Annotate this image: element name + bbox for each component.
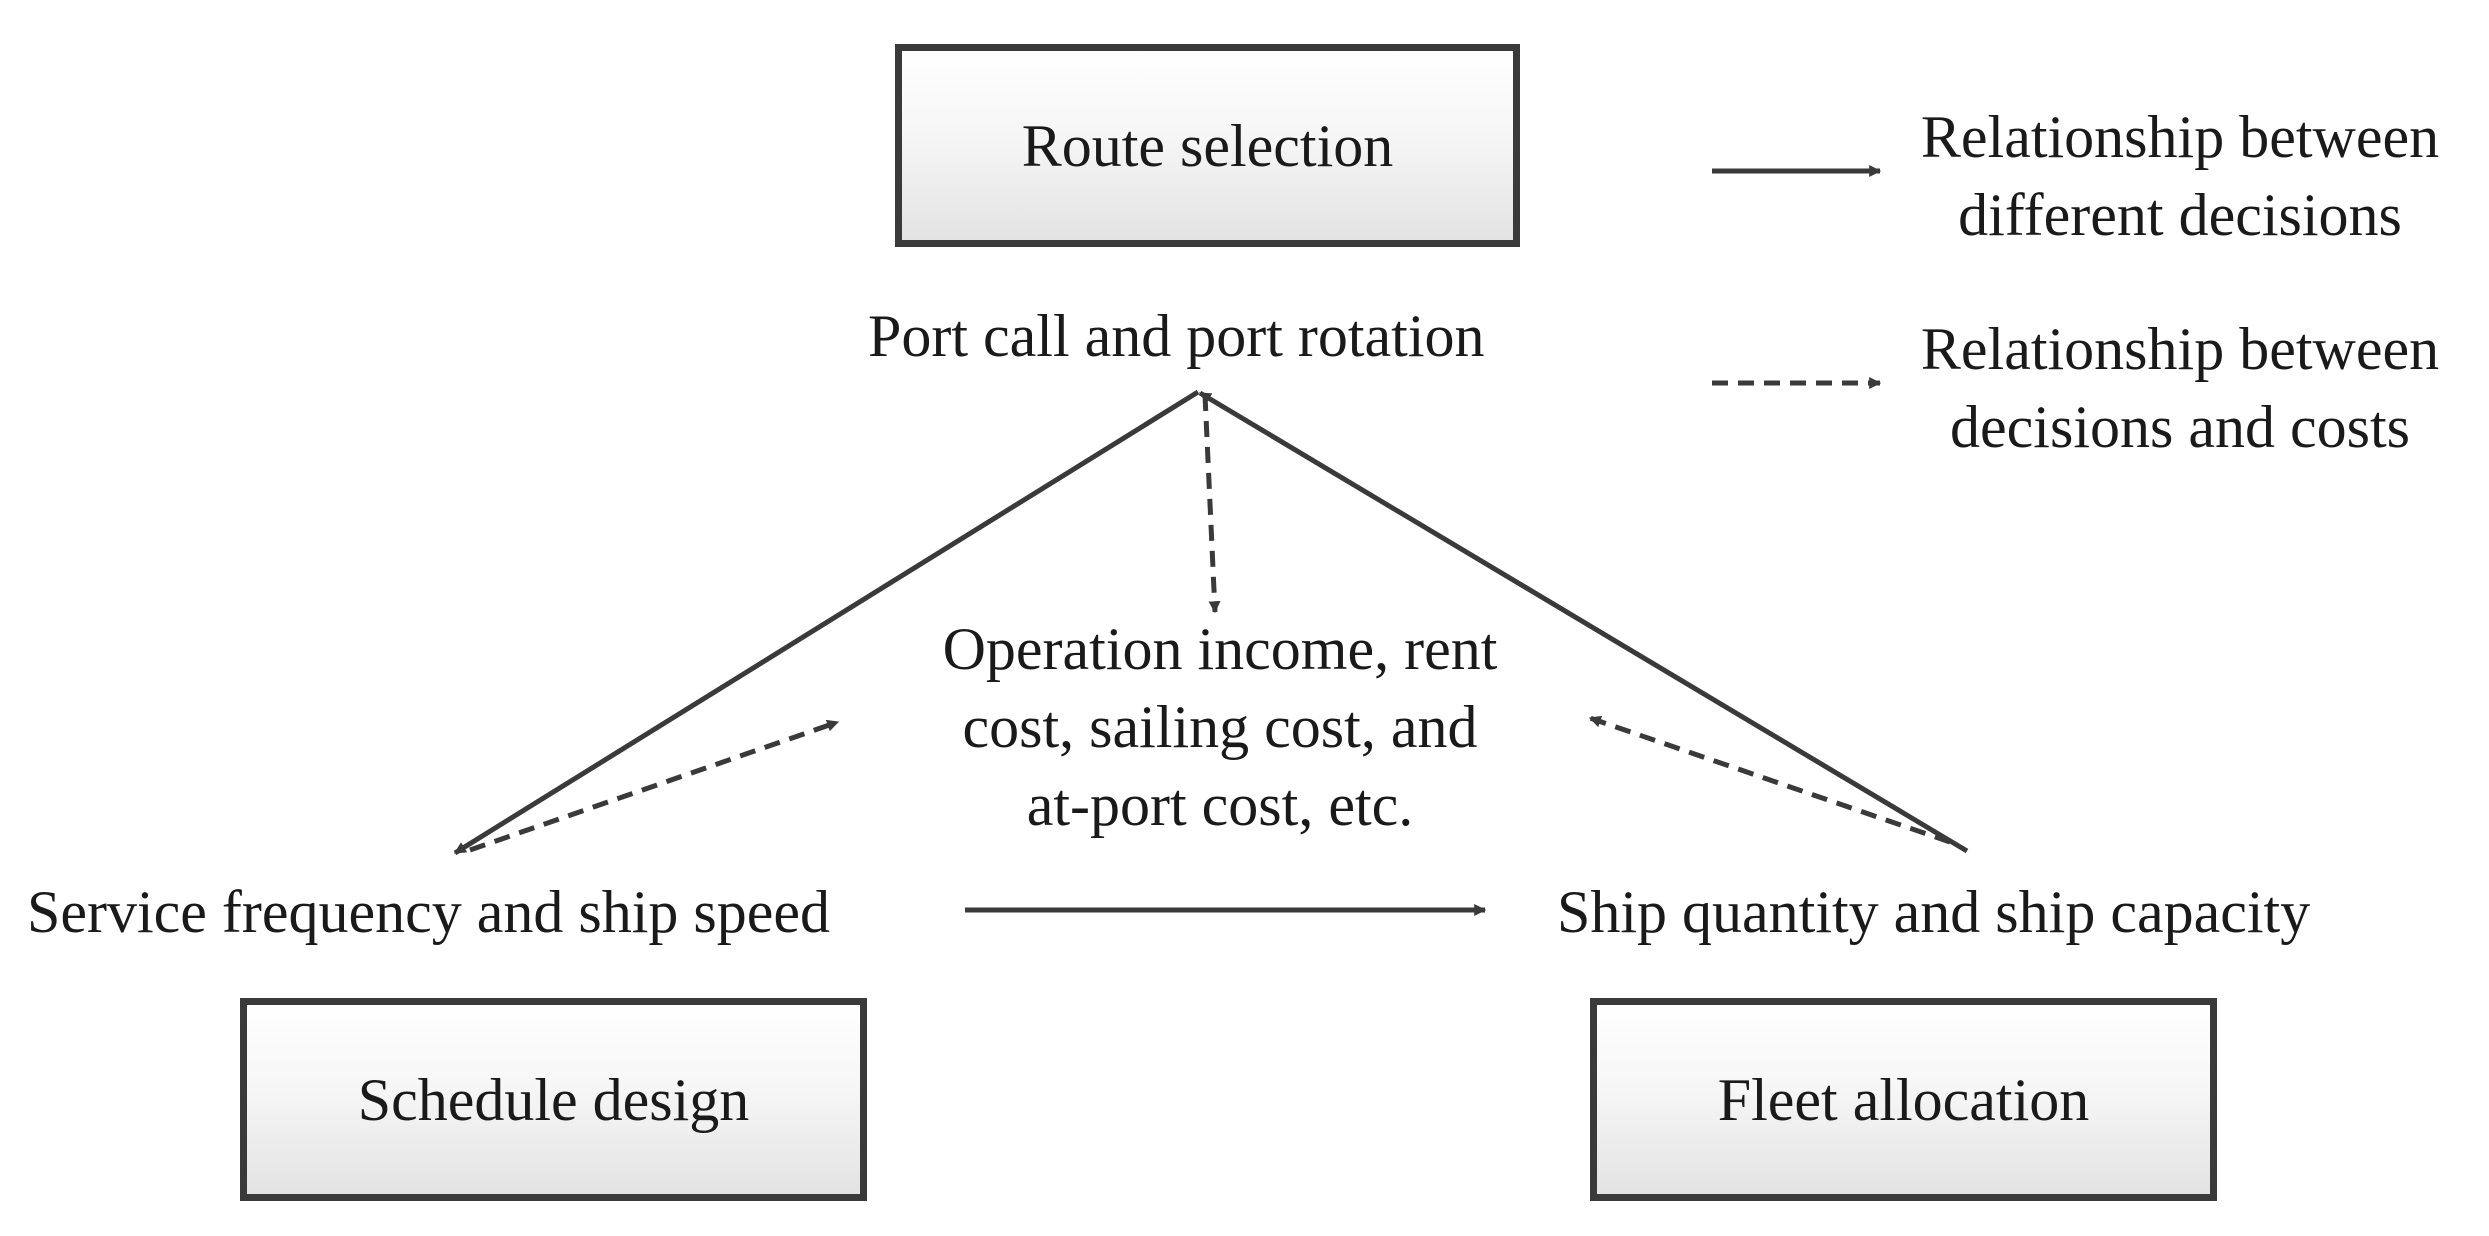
fleet-allocation-box: Fleet allocation bbox=[1590, 998, 2217, 1201]
service-frequency-label: Service frequency and ship speed bbox=[27, 879, 831, 945]
dashed-ship-to-costs bbox=[1588, 715, 1951, 845]
route-selection-label: Route selection bbox=[1021, 112, 1394, 179]
dashed-port-to-costs bbox=[1202, 394, 1221, 614]
costs-line-2: cost, sailing cost, and bbox=[962, 694, 1478, 760]
schedule-design-box: Schedule design bbox=[240, 998, 867, 1201]
dashed-service-to-costs bbox=[469, 719, 840, 853]
legend-solid-line-1: Relationship between bbox=[1920, 104, 2440, 170]
schedule-design-label: Schedule design bbox=[357, 1066, 750, 1133]
legend-dashed-line-1: Relationship between bbox=[1920, 316, 2440, 382]
fleet-allocation-label: Fleet allocation bbox=[1717, 1066, 2090, 1133]
legend-dashed-line-2: decisions and costs bbox=[1950, 394, 2410, 460]
legend-dashed-text: Relationship between decisions and costs bbox=[1900, 310, 2460, 466]
costs-line-1: Operation income, rent bbox=[942, 616, 1498, 682]
legend-solid-line-2: different decisions bbox=[1958, 182, 2402, 248]
ship-quantity-label: Ship quantity and ship capacity bbox=[1557, 879, 2311, 945]
costs-line-3: at-port cost, etc. bbox=[1026, 772, 1414, 838]
arrow-port-to-service bbox=[453, 389, 1200, 856]
costs-label: Operation income, rent cost, sailing cos… bbox=[880, 610, 1560, 844]
legend-solid-text: Relationship between different decisions bbox=[1900, 98, 2460, 254]
port-call-label: Port call and port rotation bbox=[868, 303, 1485, 369]
arrow-ship-to-port bbox=[1198, 390, 1969, 854]
route-selection-box: Route selection bbox=[895, 44, 1520, 247]
